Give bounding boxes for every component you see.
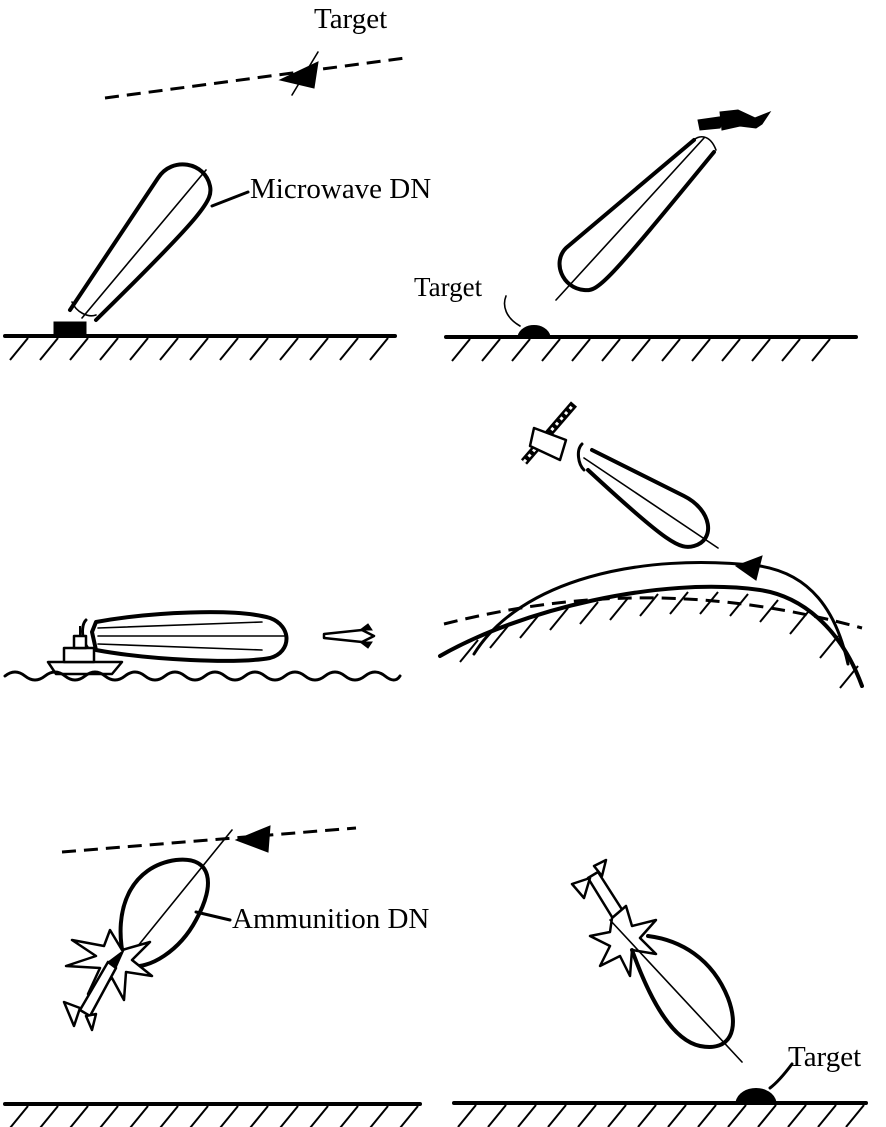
target-trajectory-arc [472,561,850,666]
target-ground-label: Target [414,272,483,302]
ground-target-icon [517,325,551,337]
panel-airborne-emitter: Target [414,109,858,362]
ammunition-dn-lobe-ground [630,934,735,1049]
ground-emitter-icon [53,321,87,335]
ship-beam-axis-3 [97,643,263,651]
airborne-beam-axis [555,137,705,301]
target-top-label: Target [314,3,387,35]
ammunition-dn-leader-line [194,910,232,922]
earth-surface-curve [438,584,864,688]
ground-hatching-panel2 [451,338,831,362]
target-bottom-leader-line [768,1062,794,1090]
panel-ammunition-air: Ammunition DN [3,825,429,1127]
panel-ammunition-ground: Target [452,858,868,1127]
ship-icon [46,626,124,676]
panel-ship-emitter [3,610,402,682]
airborne-dn-lobe [557,138,716,293]
ground-target-bottom-icon [735,1088,777,1103]
ground-hatching-panel6 [457,1104,865,1127]
ground-target-leader-line [503,295,521,327]
space-beam-axis [583,457,719,549]
space-dn-lobe [586,448,711,549]
satellite-orbit-path [443,596,863,630]
incoming-missile-icon [322,623,376,649]
ship-dn-lobe [90,610,289,663]
trajectory-arrow-icon [734,555,763,581]
ship-beam-axis-2 [97,621,263,629]
target-bottom-label: Target [788,1041,861,1073]
air-target-trajectory-bottom [61,826,357,854]
interceptor-missile-air-icon [62,948,126,1032]
airborne-antenna-icon [691,135,717,151]
satellite-antenna-icon [576,442,586,472]
aircraft-nose-icon [697,115,727,131]
ground-hatching-panel5 [9,1105,419,1127]
satellite-icon [520,401,578,465]
ground-hatching-panel1 [9,337,389,361]
microwave-dn-lobe [68,162,213,322]
ammunition-axis-ground [609,919,743,1063]
sea-surface [3,670,402,682]
microwave-beam-axis [81,169,207,319]
target-leader-line [291,51,319,96]
emitter-dish-icon [71,301,97,317]
air-target-arrow-bottom-icon [234,825,271,853]
ammunition-dn-lobe-air [118,857,210,969]
panel-ground-emitter: Target Microwave DN [3,3,431,361]
ammunition-dn-label: Ammunition DN [232,903,429,935]
panel-space-emitter [438,401,864,689]
air-target-trajectory [104,56,406,100]
blast-burst-ground-icon [588,904,658,978]
microwave-dn-leader-line [210,190,250,208]
microwave-dn-label: Microwave DN [250,173,431,205]
aircraft-icon [719,109,772,131]
